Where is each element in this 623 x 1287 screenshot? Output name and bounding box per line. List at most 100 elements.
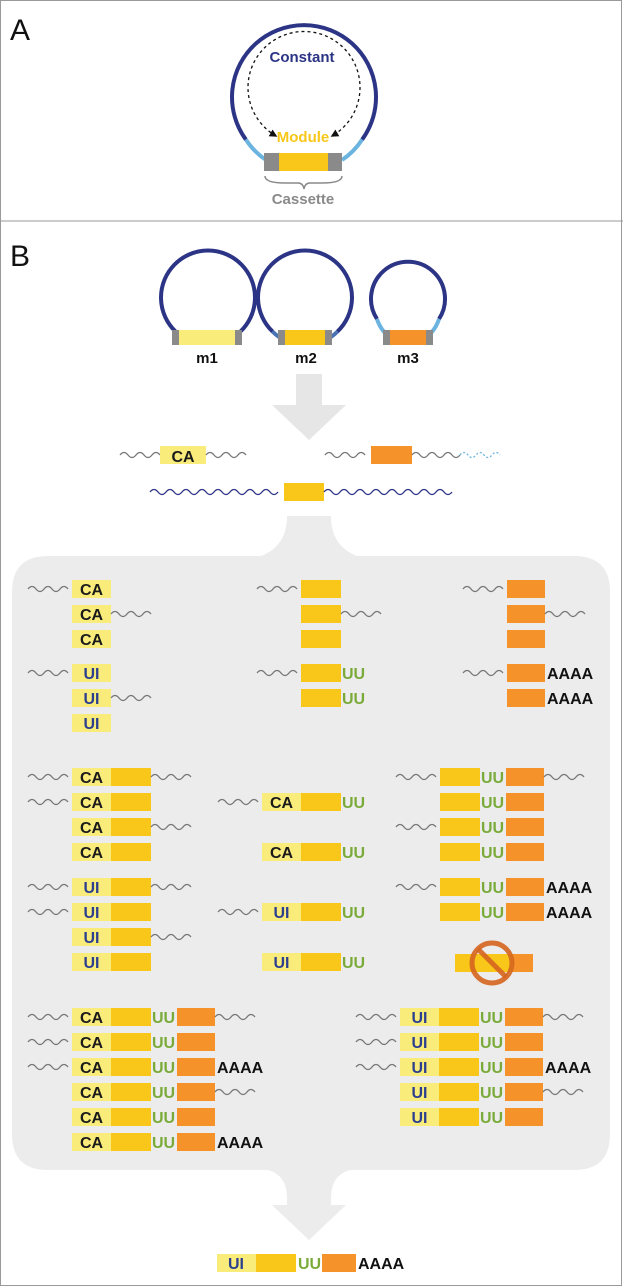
rna-wave: [119, 451, 161, 459]
transcript-m1-exon: [160, 446, 206, 464]
rna-wave: [27, 883, 69, 891]
m3-exon: [506, 843, 544, 861]
ca-label: CA: [80, 820, 104, 837]
module-exon: [111, 1008, 151, 1026]
transcripts: CA: [119, 446, 501, 501]
product-isoform: UI: [72, 928, 192, 947]
ca-exon: [72, 1133, 111, 1151]
ui-label: UI: [274, 905, 290, 922]
ca-label: CA: [80, 845, 104, 862]
product-isoform: CA: [27, 580, 111, 599]
down-arrow-icon: [272, 374, 346, 440]
rna-wave: [462, 669, 504, 677]
down-arrow-icon: [272, 1205, 346, 1240]
ui-exon: [72, 714, 111, 732]
uu-label: UU: [152, 1110, 175, 1127]
rna-wave: [205, 451, 247, 459]
rna-wave: [323, 488, 453, 496]
ca-exon: [72, 818, 111, 836]
ui-label: UI: [84, 716, 100, 733]
uu-label: UU: [342, 666, 365, 683]
polya-label: AAAA: [545, 1060, 592, 1077]
rna-wave: [395, 773, 437, 781]
ui-label: UI: [84, 880, 100, 897]
rna-wave: [324, 451, 366, 459]
m3-exon: [505, 1083, 543, 1101]
module-exon: [439, 1058, 479, 1076]
m3-exon: [177, 1133, 215, 1151]
ui-exon: [72, 878, 111, 896]
module-exon: [111, 1108, 151, 1126]
uu-label: UU: [342, 691, 365, 708]
ui-exon: [400, 1058, 439, 1076]
ui-exon: [400, 1108, 439, 1126]
product-isoform: UI: [72, 714, 111, 733]
product-isoform: UI: [72, 953, 151, 972]
m3-exon: [505, 1058, 543, 1076]
rna-wave: [27, 798, 69, 806]
ca-label: CA: [80, 607, 104, 624]
module-exon: [439, 1033, 479, 1051]
ca-label: CA: [80, 1135, 104, 1152]
ui-label: UI: [84, 955, 100, 972]
module-exon: [111, 1033, 151, 1051]
uu-label: UU: [152, 1085, 175, 1102]
uu-label: UU: [481, 905, 504, 922]
ca-label: CA: [80, 795, 104, 812]
module-exon: [111, 793, 151, 811]
rna-wave: [256, 585, 298, 593]
rna-wave: [395, 823, 437, 831]
ui-label: UI: [412, 1085, 428, 1102]
product-isoform: UU AAAA: [440, 903, 593, 922]
module-exon: [301, 793, 341, 811]
module-exon: [439, 1008, 479, 1026]
uu-label: UU: [152, 1010, 175, 1027]
product-isoform: UI: [27, 664, 111, 683]
ca-exon: [72, 580, 111, 598]
module-exon: [111, 953, 151, 971]
polya-label: AAAA: [217, 1135, 264, 1152]
ui-label: UI: [84, 666, 100, 683]
polya-label: AAAA: [546, 905, 593, 922]
product-isoform: UI: [27, 903, 151, 922]
ca-label: CA: [80, 770, 104, 787]
module-exon: [301, 630, 341, 648]
panel-a-label: A: [10, 14, 30, 47]
module-exon: [111, 878, 151, 896]
rna-wave: [355, 1013, 397, 1021]
product-isoform: UU: [395, 818, 544, 837]
polya-label: AAAA: [546, 880, 593, 897]
uu-label: UU: [152, 1035, 175, 1052]
rna-wave: [214, 1013, 256, 1021]
ca-exon: [72, 1083, 111, 1101]
ui-label: UI: [412, 1010, 428, 1027]
m3-exon: [506, 903, 544, 921]
ui-label: UI: [84, 691, 100, 708]
rna-wave: [27, 1038, 69, 1046]
module-exon: [440, 878, 480, 896]
rna-wave: [27, 908, 69, 916]
uu-label: UU: [342, 955, 365, 972]
module-exon: [111, 1133, 151, 1151]
product-isoform: CA: [72, 630, 111, 649]
rna-wave: [462, 585, 504, 593]
ui-exon: [262, 903, 301, 921]
ca-exon: [72, 630, 111, 648]
m3-exon: [507, 689, 545, 707]
module-exon: [111, 843, 151, 861]
rna-wave: [150, 823, 192, 831]
ca-exon: [72, 1108, 111, 1126]
module-exon: [111, 903, 151, 921]
m3-exon: [506, 878, 544, 896]
uu-label: UU: [480, 1110, 503, 1127]
m3-exon: [506, 818, 544, 836]
ui-exon: [262, 953, 301, 971]
